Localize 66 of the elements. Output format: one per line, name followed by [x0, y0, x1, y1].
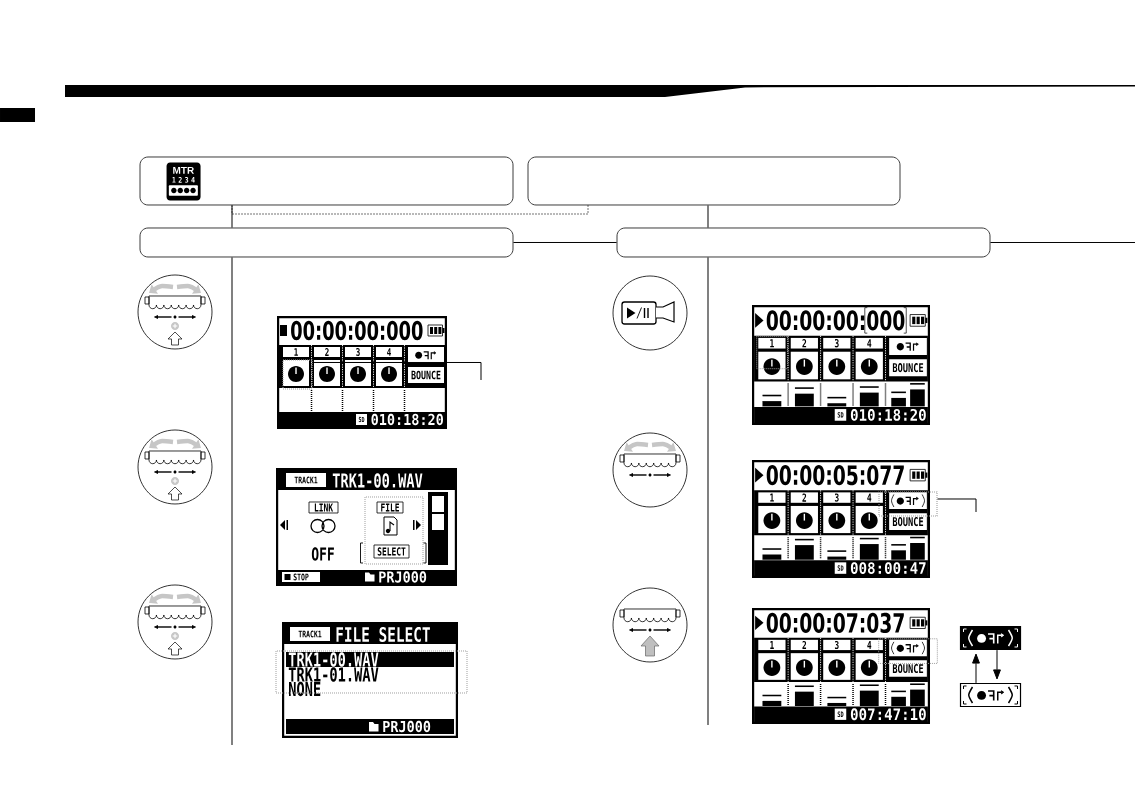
rounded-box: [527, 156, 901, 206]
leader-line: [312, 362, 482, 381]
lcd-screen: [276, 468, 457, 586]
track-number: 3: [345, 347, 371, 357]
track-number: 3: [823, 337, 851, 349]
file-name: TRK1-00.WAV: [332, 473, 423, 488]
track-number: 4: [855, 639, 883, 651]
track-number: 2: [790, 337, 818, 349]
file-list-item: TRK1-01.WAV: [288, 667, 379, 682]
file-list-item: NONE: [289, 681, 321, 697]
arrow: [972, 653, 980, 684]
track-number: 2: [790, 639, 818, 651]
lcd-screen: [277, 316, 447, 429]
arrow: [993, 649, 1001, 680]
lcd-screen: [752, 460, 930, 578]
record-mode-icon: [959, 625, 1022, 651]
time-counter: 00:00:00:000: [291, 320, 423, 341]
project-name: PRJ000: [383, 720, 431, 733]
stop-tag: STOP: [282, 572, 320, 582]
connector-line: [707, 204, 709, 229]
status-text: OFF: [311, 547, 334, 561]
remaining-time: 007:47:10: [850, 708, 926, 721]
track-number: 2: [790, 492, 818, 503]
track-number: 4: [855, 337, 883, 349]
track-number: 1: [758, 639, 786, 651]
time-counter: 00:00:07:037: [766, 612, 904, 633]
remaining-time: 010:18:20: [371, 413, 443, 426]
connector-line: [989, 242, 1135, 243]
rounded-box: [139, 156, 514, 206]
connector-line: [231, 256, 233, 746]
track-tag: TRACK1: [286, 473, 326, 487]
remaining-time: 008:00:47: [850, 562, 926, 574]
connector-line: [231, 204, 589, 215]
bounce-tab: BOUNCE: [408, 367, 444, 383]
record-mode-icon: [959, 682, 1022, 708]
selection-outline: [878, 491, 938, 517]
track-number: 3: [823, 492, 851, 503]
connector-line: [707, 256, 709, 726]
track-tag: TRACK1: [290, 627, 330, 641]
track-number: 3: [823, 639, 851, 651]
track-number: 1: [758, 492, 786, 503]
link-tab: LINK: [308, 501, 339, 514]
lcd-screen: [752, 608, 930, 724]
bounce-tab: BOUNCE: [889, 660, 927, 677]
lcd-screen: [752, 305, 930, 425]
connector-line: [231, 204, 233, 229]
mode-icon: [166, 162, 201, 201]
leader-line: [937, 498, 977, 513]
select-tab: SELECT: [373, 544, 410, 559]
file-tab: FILE: [376, 501, 404, 514]
remaining-time: 010:18:20: [850, 408, 926, 421]
rounded-box: [139, 227, 514, 258]
track-number: 4: [855, 492, 883, 503]
lcd-screen: [282, 622, 458, 738]
track-number: 1: [283, 347, 309, 357]
track-number: 2: [314, 347, 340, 357]
bounce-tab: BOUNCE: [889, 359, 927, 377]
track-number: 4: [376, 347, 402, 357]
project-name: PRJ000: [379, 571, 427, 583]
rounded-box: [616, 227, 991, 258]
time-counter: 00:00:05:077: [766, 465, 904, 486]
connector-line: [512, 242, 618, 243]
track-number: 1: [758, 337, 786, 349]
screen-title: FILE SELECT: [336, 626, 430, 643]
icon-label: MTR: [173, 166, 194, 174]
time-counter: 00:00:00:000: [766, 307, 907, 334]
